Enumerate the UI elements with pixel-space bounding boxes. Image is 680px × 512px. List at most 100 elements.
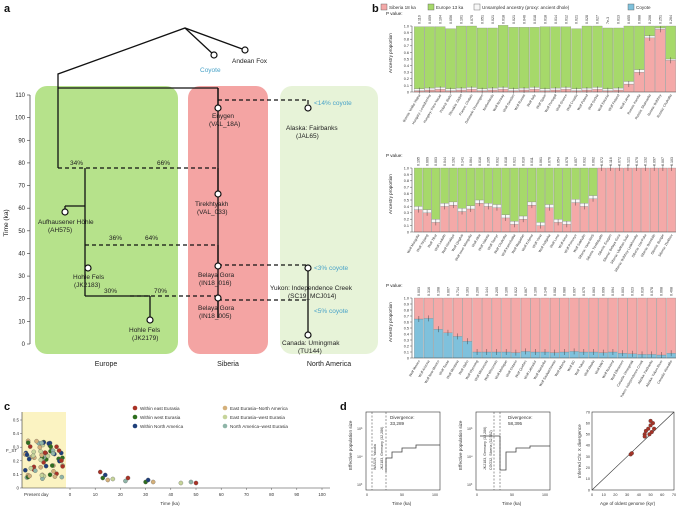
panel-c-legend: Within east Eurasia Within west Eurasia … xyxy=(132,405,288,429)
ancestry-y-tick: 0.3 xyxy=(404,71,409,75)
ancestry-y-tick: 0.1 xyxy=(404,84,409,88)
d3-x-tick: 30 xyxy=(625,493,629,497)
coyote-node xyxy=(210,51,218,59)
p-value: 0.200 xyxy=(475,287,479,296)
ancestry-bar-segment xyxy=(482,297,492,353)
ancestry-bar-segment xyxy=(492,167,502,205)
ancestry-bar-segment xyxy=(598,297,608,353)
ancestry-bar-segment xyxy=(588,198,598,233)
d2-x50: 50 xyxy=(510,493,514,497)
d1-x50: 50 xyxy=(400,493,404,497)
ancestry-bar-segment xyxy=(487,27,498,89)
ancestry-bar-segment xyxy=(492,207,502,233)
fst-point xyxy=(30,453,36,458)
p-value: 0.021 xyxy=(513,157,517,166)
d1-ylabel: Effective population size xyxy=(348,420,353,470)
percent-36: 36% xyxy=(109,235,122,242)
ancestry-y-tick: 0.2 xyxy=(404,218,409,222)
ancestry-bar-segment xyxy=(449,204,458,233)
p-value: 0.028 xyxy=(585,15,589,24)
d3-y-tick: 60 xyxy=(586,421,590,425)
divergence-point xyxy=(648,418,653,423)
ancestry-bar-segment xyxy=(536,167,545,223)
ancestry-bar-segment xyxy=(414,167,423,207)
fst-point xyxy=(31,449,37,455)
andean-fox-node xyxy=(241,46,249,54)
panel-b-legend: Siberia 18 ka Europe 13 ka Unsampled anc… xyxy=(380,3,651,11)
legend-within-east: Within east Eurasia xyxy=(140,406,180,411)
ancestry-bar-segment xyxy=(491,297,502,353)
legend-coyote: Coyote xyxy=(636,5,651,10)
time-axis-tick-label: 10 xyxy=(18,319,25,325)
tirekhtyakh-node xyxy=(214,190,222,198)
d3-y-tick: 20 xyxy=(586,466,590,470)
panel-label-b: b xyxy=(372,3,379,15)
hohle-fels-2-node xyxy=(146,316,154,324)
alaska-node xyxy=(304,104,312,112)
ancestry-y-tick: 0.8 xyxy=(404,308,409,312)
sample-name: Wolf Italy xyxy=(526,93,537,107)
legend-na-we: North America–west Eurasia xyxy=(230,424,288,429)
p-value: 0.014 xyxy=(554,15,558,24)
ancestry-y-tick: 0.7 xyxy=(404,44,409,48)
ancestry-bar-segment xyxy=(466,167,475,206)
ancestry-bar-segment xyxy=(527,204,537,233)
fst-point xyxy=(48,444,53,449)
p-value: 0.097 xyxy=(572,287,576,296)
p-value: 0.094 xyxy=(611,287,615,296)
time-axis-tick-label: 60 xyxy=(18,206,25,212)
ancestry-bar-segment xyxy=(498,25,509,88)
d3-x-tick: 20 xyxy=(613,493,617,497)
p-value: 0.099 xyxy=(602,287,606,296)
p-value: 0.010 xyxy=(521,157,525,166)
ancestry-bar-segment xyxy=(641,167,650,233)
p-value: 0.078 xyxy=(565,157,569,166)
ancestry-y-label: Ancestry proportion xyxy=(388,302,393,342)
d1-y1: 10³ xyxy=(357,483,363,487)
fst-x-tick: 70 xyxy=(244,492,249,497)
p-value: 0.051 xyxy=(480,15,484,24)
d2-vlabel1: JK2183, Germany (32,286) xyxy=(483,427,487,470)
ancestry-y-tick: 0.9 xyxy=(404,173,409,177)
divergence-point xyxy=(649,430,654,435)
fst-point xyxy=(38,449,43,454)
p-value: 0.011 xyxy=(530,157,534,166)
d3-y-tick: 40 xyxy=(586,444,590,448)
divergence-point xyxy=(629,451,634,456)
d3-x-tick: 60 xyxy=(660,493,664,497)
ancestry-y-tick: 0.1 xyxy=(404,224,409,228)
ancestry-y-tick: 0.7 xyxy=(404,314,409,318)
fst-x-tick: 30 xyxy=(143,492,148,497)
d2-div-value: 58,395 xyxy=(508,421,522,426)
sample-name: Wolf Tibet xyxy=(427,233,438,248)
ancestry-bar-segment xyxy=(571,202,580,233)
ancestry-bar-segment xyxy=(475,167,484,201)
time-axis-tick-label: 100 xyxy=(15,116,26,122)
ancestry-bar-segment xyxy=(539,26,551,89)
ancestry-y-label: Ancestry proportion xyxy=(388,33,393,73)
p-value: 0.146 xyxy=(543,287,547,296)
legend-dot-ee-na xyxy=(222,405,228,411)
p-value: 0.018 xyxy=(501,15,505,24)
legend-dot-ee-we xyxy=(222,414,228,420)
ancestry-bar-segment xyxy=(414,297,424,320)
p-value: 0.003 xyxy=(621,287,625,296)
p-value: 0.022 xyxy=(514,287,518,296)
panel-c: c F_ST Present day Time (ka) 00.10.20.30… xyxy=(4,401,330,506)
fst-point xyxy=(34,438,39,444)
ancestry-bar-segment xyxy=(477,27,488,89)
p-value: 0.032 xyxy=(583,157,587,166)
legend-siberia: Siberia 18 ka xyxy=(389,5,416,10)
ancestry-bar-segment xyxy=(452,336,463,359)
fst-y-tick: 0.4 xyxy=(13,431,20,436)
canada-label: Canada: Umingmak xyxy=(282,340,340,347)
ancestry-bar-segment xyxy=(457,211,467,233)
ancestry-bar-segment xyxy=(530,297,540,353)
p-value: 0.021 xyxy=(512,15,516,24)
p-value: 0.088 xyxy=(638,15,642,24)
ancestry-y-tick: 0.3 xyxy=(404,338,409,342)
fst-point xyxy=(39,440,44,446)
fst-y-tick: 0.2 xyxy=(13,458,20,463)
percent-66: 66% xyxy=(157,160,170,167)
ancestry-bar-segment xyxy=(424,26,435,89)
